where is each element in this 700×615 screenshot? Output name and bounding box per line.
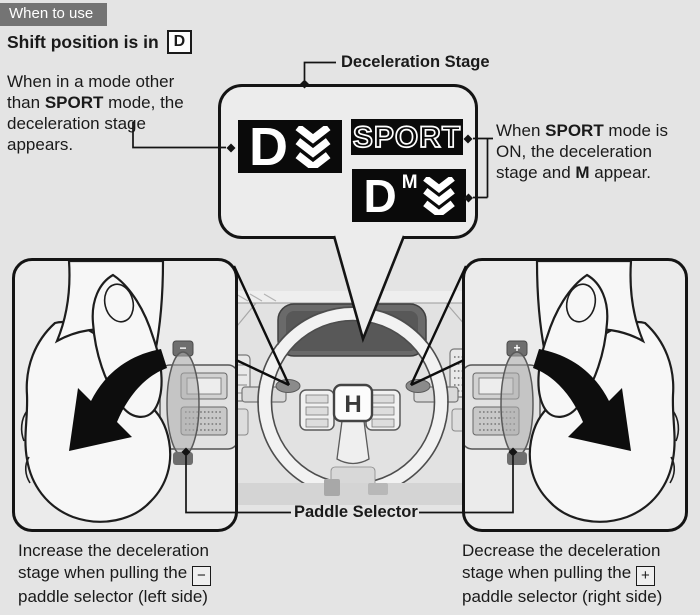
heading-text: Shift position is in [7, 31, 159, 52]
drive-letter: D [249, 116, 288, 177]
sport-indicator-display: SPORT [351, 119, 463, 155]
left-note: When in a mode other than SPORT mode, th… [7, 71, 199, 155]
caption-text: paddle selector (right side) [462, 587, 663, 606]
note-text: mode is ON, the deceleration stage and [496, 121, 668, 182]
drive-letter: D [363, 169, 397, 222]
note-text: mode, the deceleration stage appears. [7, 93, 184, 154]
deceleration-stage-label: Deceleration Stage [341, 53, 490, 71]
right-note: When SPORT mode is ON, the deceleration … [496, 120, 678, 183]
shift-position-box: D [166, 30, 193, 54]
triple-chevron-down-icon [422, 176, 455, 215]
dashboard-illustration: H [228, 291, 472, 505]
note-text: When [496, 121, 546, 140]
left-caption: Increase the deceleration stage when pul… [18, 540, 236, 608]
honda-emblem [332, 383, 374, 423]
caption-text: Decrease the deceleration stage when pul… [462, 541, 661, 582]
drive-indicator-display: D [238, 116, 342, 177]
pull-direction-arrow [69, 349, 167, 451]
manual-mode-letter: M [401, 172, 418, 193]
right-hand-panel: + [462, 258, 688, 532]
emblem-letter: H [344, 391, 361, 418]
paddle-assembly [159, 340, 235, 465]
triple-chevron-down-icon [295, 125, 331, 168]
floor [228, 483, 472, 505]
sport-outline-text: SPORT [353, 121, 461, 154]
pedal [368, 483, 388, 495]
caption-text: paddle selector (left side) [18, 587, 208, 606]
note-bold-text: SPORT [545, 121, 604, 140]
left-paddle-tab-symbol: − [179, 341, 186, 355]
right-caption: Decrease the deceleration stage when pul… [462, 540, 686, 608]
left-hand-panel: − [12, 258, 238, 532]
note-bold-text: SPORT [44, 93, 104, 112]
paddle-selector-label: Paddle Selector [294, 503, 418, 521]
plus-box: + [635, 566, 655, 586]
drive-manual-indicator-display: D M [352, 169, 466, 222]
paddle-selector-illustration [166, 351, 200, 457]
note-text: appear. [589, 163, 652, 182]
page-title: Shift position is in D [7, 30, 193, 54]
hand-illustration [20, 261, 172, 523]
thumbnail [103, 283, 135, 323]
caption-text: Increase the deceleration stage when pul… [18, 541, 209, 582]
paddle-bottom-tab [173, 452, 193, 465]
note-text: When in a mode other than [7, 72, 175, 112]
pedal [324, 479, 340, 496]
minus-box: − [191, 566, 211, 586]
section-badge: When to use [0, 3, 108, 26]
left-paddle-illustration [275, 379, 301, 393]
note-bold-text: M [575, 163, 590, 182]
right-paddle-illustration [405, 379, 431, 393]
right-paddle-tab-symbol: + [513, 341, 520, 355]
